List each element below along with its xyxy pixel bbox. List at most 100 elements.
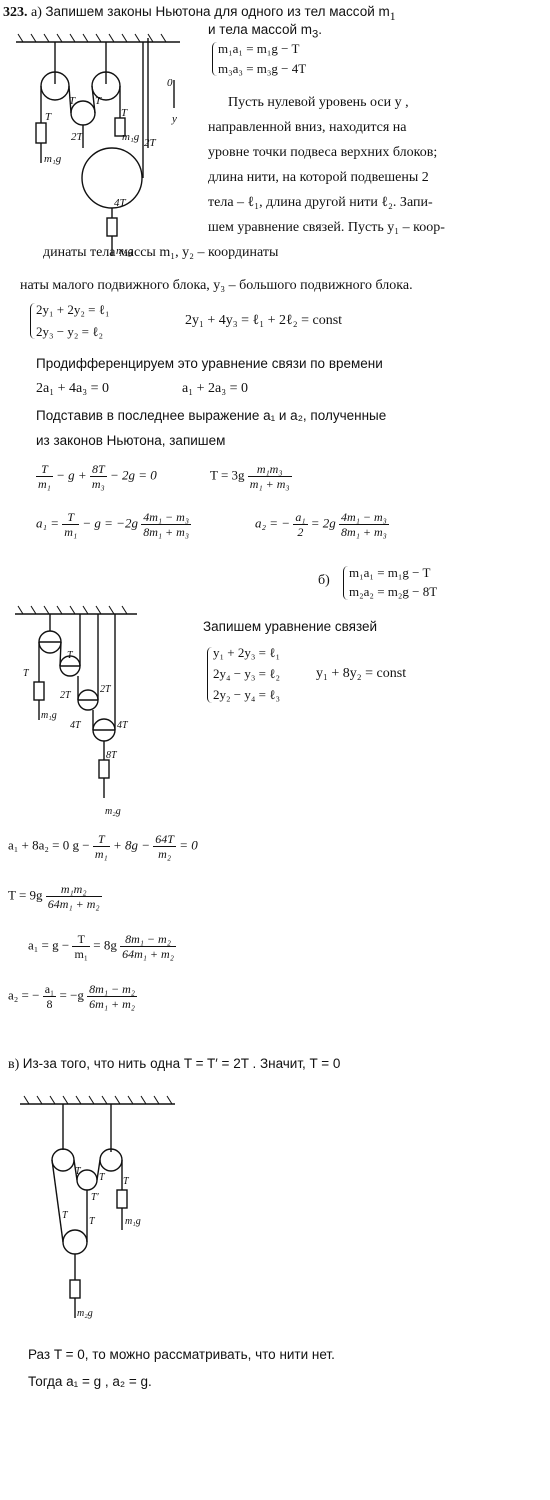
fig-c-t4: T [62, 1210, 69, 1221]
part-c-row: в) Из-за того, что нить одна T = T′ = 2T… [8, 1056, 340, 1073]
diff-eq2: a₁ + 2a₃ = 0 [182, 381, 248, 396]
para-last-line: наты малого подвижного блока, y₃ – больш… [20, 278, 413, 293]
problem-header: 323. а) Запишем законы Ньютона для одног… [3, 4, 396, 23]
frac-n: 4m₁ − m₃ [339, 510, 389, 525]
brace-sys1 [212, 42, 217, 76]
para-line-2: направленной вниз, находится на [208, 120, 407, 135]
b-acc-start: a₁ + 8a₂ = 0 g − [8, 837, 90, 853]
diff-text: Продифференцируем это уравнение связи по… [36, 356, 383, 371]
frac-n: T [36, 462, 53, 477]
fig-a-2t: 2T [71, 131, 84, 143]
frac-d: 64m₁ + m₂ [122, 947, 174, 961]
intro-line-1-sub: 1 [389, 9, 396, 23]
brace-sys4 [207, 647, 212, 703]
frac-d: m₁ [74, 947, 88, 961]
sys1-eq1: m₁a₁ = m₁g − T [218, 41, 300, 56]
sys4-eq3: 2y₂ − y₄ = ℓ₃ [213, 687, 280, 702]
fig-c-t5: T [89, 1216, 96, 1227]
fig-a-m1g: m₁g [44, 153, 62, 165]
fig-a-t4: T [121, 107, 128, 119]
a2-lhs: a₂ = − [255, 515, 291, 531]
fig-c-t2: T [99, 1172, 106, 1183]
sys1-eq2: m₃a₃ = m₃g − 4T [218, 61, 307, 76]
frac-d: 64m₁ + m₂ [47, 897, 100, 911]
sys2-eq1: 2y₁ + 2y₂ = ℓ₁ [36, 302, 110, 317]
fig-c-tprime: T′ [91, 1192, 100, 1203]
intro-line-2-text: и тела массой m [208, 22, 313, 37]
sys3-eq2: m₂a₂ = m₂g − 8T [349, 584, 438, 599]
fig-b-4t: 4T [70, 720, 82, 731]
frac-d: m₁ [38, 477, 51, 491]
fig-a-zero: 0 [167, 77, 173, 89]
intro-line-1: Запишем законы Ньютона для одного из тел… [45, 4, 390, 19]
fig-a-2t-b: 2T [144, 137, 157, 149]
sys2-eq2: 2y₃ − y₂ = ℓ₂ [36, 324, 103, 339]
frac-n: T [72, 932, 90, 947]
para-line-7a: динаты тела массы m₁, y₂ – координаты [43, 245, 279, 260]
frac-d: m₂ [158, 847, 172, 861]
fig-b-t2: T [67, 650, 74, 661]
fig-b-m1g: m₁g [41, 710, 57, 721]
frac-d: 8m₁ + m₃ [143, 525, 189, 539]
subst-line-1: Подставив в последнее выражение a₁ и a₂,… [36, 408, 387, 423]
frac-n: 64T [153, 832, 176, 847]
a2-mid: = 2g [310, 515, 336, 531]
c-conclusion-2: Тогда a₁ = g , a₂ = g. [28, 1374, 152, 1389]
figure-a-pulleys: 0 y T T T T 2T 2T m₁g m₁g 4T m₃g [16, 33, 180, 257]
para-line-1: Пусть нулевой уровень оси y , [228, 95, 409, 110]
fig-a-t2: T [69, 95, 76, 107]
fig-b-4t-b: 4T [117, 720, 129, 731]
sys3-eq1: m₁a₁ = m₁g − T [349, 565, 431, 580]
part-c-text: Из-за того, что нить одна T = T′ = 2T . … [22, 1056, 341, 1071]
b-acc-end: = 0 [179, 837, 198, 853]
brace-sys3 [343, 566, 348, 600]
figure-b-pulleys: T T 2T 2T 4T 4T 8T m₁g m₂g [15, 605, 137, 817]
brace-sys2 [30, 303, 35, 339]
link-eq: 2y₁ + 4y₃ = ℓ₁ + 2ℓ₂ = const [185, 313, 343, 328]
fig-a-t1: T [45, 111, 52, 123]
diff-eq1: 2a₁ + 4a₃ = 0 [36, 381, 109, 396]
fig-c-t1: T [75, 1166, 82, 1177]
eq-a-tail1: − g + [56, 467, 87, 483]
a1-lhs: a₁ = [36, 515, 60, 531]
a2b-mid: = −g [59, 987, 84, 1003]
frac-d: m₁ [94, 847, 108, 861]
a1b-lhs: a₁ = g − [28, 937, 70, 953]
frac-d: 8m₁ + m₃ [341, 525, 387, 539]
figure-c-pulleys: T T T T′ T T m₁g m₂g [20, 1095, 175, 1319]
T-a-lhs: T = 3g [210, 467, 245, 483]
fig-c-t3: T [123, 1176, 130, 1187]
frac-n: T [62, 510, 80, 525]
frac-d: 6m₁ + m₂ [89, 997, 135, 1011]
b-acc-mid: + 8g − [112, 837, 150, 853]
fig-b-t1: T [23, 668, 30, 679]
para-line-3: уровне точки подвеса верхних блоков; [208, 145, 438, 160]
para-line-4: длина нити, на которой подвешены 2 [208, 170, 429, 185]
fig-c-m1g: m₁g [125, 1216, 141, 1227]
frac-n: m₁m₃ [247, 462, 292, 477]
eq-a-tail2: − 2g = 0 [109, 467, 157, 483]
intro-line-2-end: . [318, 22, 323, 37]
fig-b-m2g: m₂g [105, 806, 121, 817]
para-line-6: шем уравнение связей. Пусть y₁ – коор- [208, 220, 445, 235]
frac-n: 8m₁ − m₂ [87, 982, 137, 997]
fig-c-m2g: m₂g [77, 1308, 93, 1319]
intro-line-2-sub: 3 [312, 28, 319, 41]
fig-b-2t-b: 2T [100, 684, 112, 695]
